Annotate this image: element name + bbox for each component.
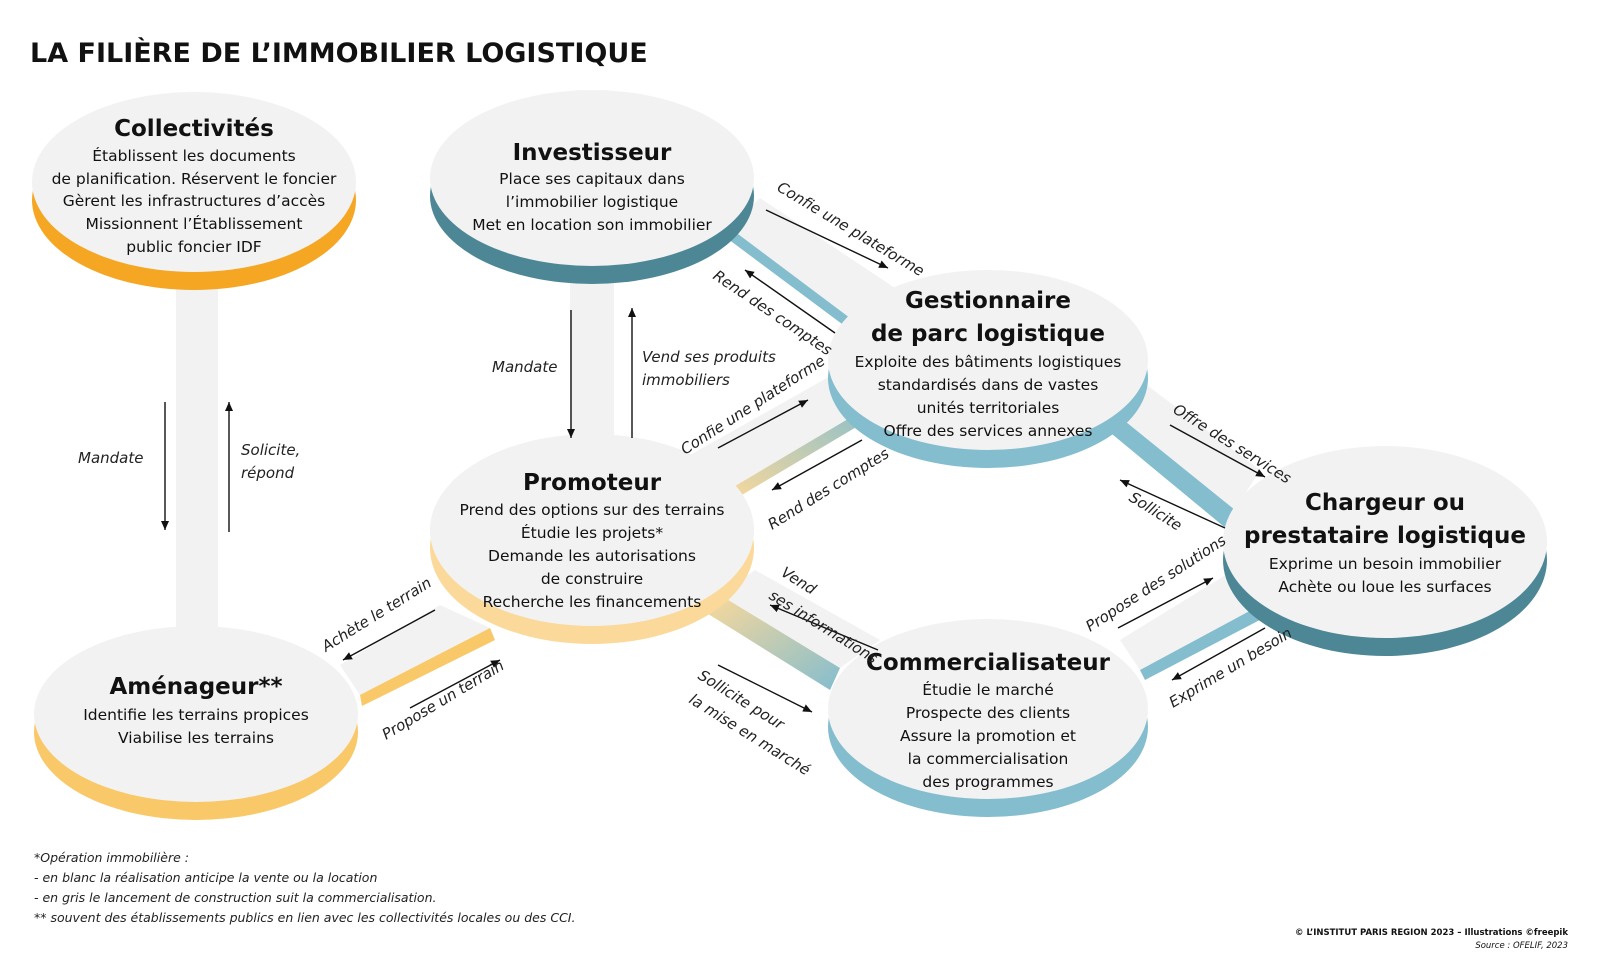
node-line: Place ses capitaux dans bbox=[499, 170, 685, 188]
node-gestionnaire: Gestionnaire de parc logistique Exploite… bbox=[828, 270, 1148, 468]
disc-top-promoteur bbox=[430, 434, 754, 626]
connector-gest-charg-side bbox=[1095, 405, 1235, 530]
connector-prom-comm bbox=[720, 570, 880, 668]
node-line: l’immobilier logistique bbox=[506, 193, 678, 211]
arrow-confie-prom-gest bbox=[717, 399, 809, 449]
arrow-exprime-besoin bbox=[1171, 627, 1266, 681]
node-promoteur: Promoteur Prend des options sur des terr… bbox=[430, 434, 754, 644]
arrow-propose-terrain bbox=[409, 659, 501, 709]
node-title-gestionnaire-2: de parc logistique bbox=[871, 321, 1105, 347]
node-line: Prend des options sur des terrains bbox=[460, 501, 725, 519]
node-line: standardisés dans de vastes bbox=[878, 376, 1099, 394]
edge-label-solicite-1: Solicite, bbox=[241, 441, 300, 459]
edge-label-sollicite-charg: Sollicite bbox=[1126, 488, 1185, 534]
footnote-line: - en blanc la réalisation anticipe la ve… bbox=[34, 870, 377, 885]
node-line: Étudie le marché bbox=[922, 680, 1054, 699]
connector-prom-amen bbox=[340, 605, 490, 695]
node-line: Recherche les financements bbox=[483, 593, 702, 611]
connector-prom-amen-side bbox=[360, 628, 495, 706]
node-line: Prospecte des clients bbox=[906, 704, 1070, 722]
arrow-vend-infos bbox=[769, 604, 879, 651]
credit: © L’INSTITUT PARIS REGION 2023 – Illustr… bbox=[1295, 928, 1568, 938]
node-line: de construire bbox=[541, 570, 643, 588]
arrow-achete-terrain bbox=[342, 609, 436, 661]
source: Source : OFELIF, 2023 bbox=[1475, 941, 1568, 951]
disc-top-collectivites bbox=[32, 92, 356, 272]
connector-inv-gest-side bbox=[724, 228, 850, 324]
node-chargeur: Chargeur ou prestataire logistique Expri… bbox=[1223, 446, 1547, 656]
edge-label-mandate-coll: Mandate bbox=[78, 449, 143, 467]
node-title-promoteur: Promoteur bbox=[523, 470, 662, 496]
disc-top-chargeur bbox=[1223, 446, 1547, 638]
node-line: la commercialisation bbox=[908, 750, 1069, 768]
edge-label-solicite-2: répond bbox=[241, 464, 295, 482]
node-title-amenageur: Aménageur** bbox=[109, 674, 282, 700]
node-line: des programmes bbox=[922, 773, 1053, 791]
node-title-chargeur: Chargeur ou bbox=[1305, 490, 1465, 516]
disc-top-investisseur bbox=[430, 90, 754, 266]
node-amenageur: Aménageur** Identifie les terrains propi… bbox=[34, 626, 358, 820]
edge-label-vend-produits-2: immobiliers bbox=[642, 371, 730, 389]
edge-label-mandate-inv: Mandate bbox=[492, 358, 557, 376]
connector-inv-gest bbox=[730, 198, 895, 318]
node-commercialisateur: Commercialisateur Étudie le marché Prosp… bbox=[828, 619, 1148, 817]
node-title-investisseur: Investisseur bbox=[513, 140, 672, 166]
arrow-sollicite-charg bbox=[1119, 479, 1226, 529]
node-line: Exploite des bâtiments logistiques bbox=[855, 353, 1122, 371]
node-line: Étudie les projets* bbox=[521, 523, 663, 542]
node-line: unités territoriales bbox=[917, 399, 1060, 417]
node-title-commercialisateur: Commercialisateur bbox=[866, 650, 1111, 676]
node-title-gestionnaire: Gestionnaire bbox=[905, 288, 1071, 314]
disc-top-gestionnaire bbox=[828, 270, 1148, 450]
node-line: Établissent les documents bbox=[92, 146, 295, 165]
arrow-rend-gest-prom bbox=[771, 439, 863, 491]
footnote-line: ** souvent des établissements publics en… bbox=[34, 910, 575, 925]
node-line: Viabilise les terrains bbox=[118, 729, 274, 747]
connector-coll-amen bbox=[176, 280, 218, 640]
node-title-collectivites: Collectivités bbox=[114, 116, 274, 142]
connector-prom-comm-side bbox=[705, 595, 840, 690]
node-line: Assure la promotion et bbox=[900, 727, 1076, 745]
node-line: Missionnent l’Établissement bbox=[86, 214, 303, 233]
node-investisseur: Investisseur Place ses capitaux dans l’i… bbox=[430, 90, 754, 284]
footnote-line: *Opération immobilière : bbox=[34, 850, 189, 865]
connector-inv-prom bbox=[570, 272, 614, 452]
connector-prom-gest-side bbox=[725, 400, 885, 502]
node-line: Met en location son immobilier bbox=[472, 216, 712, 234]
disc-top-commercialisateur bbox=[828, 619, 1148, 799]
footnote-line: - en gris le lancement de construction s… bbox=[34, 890, 436, 905]
node-line: Achète ou loue les surfaces bbox=[1278, 578, 1491, 596]
arrow-offre-services bbox=[1169, 424, 1266, 478]
node-line: Identifie les terrains propices bbox=[83, 706, 309, 724]
node-collectivites: Collectivités Établissent les documents … bbox=[32, 92, 356, 290]
arrow-sollicite-mise bbox=[717, 664, 813, 713]
arrow-propose-solutions bbox=[1117, 577, 1214, 629]
node-title-chargeur-2: prestataire logistique bbox=[1244, 523, 1526, 549]
node-line: Offre des services annexes bbox=[884, 422, 1093, 440]
disc-top-amenageur bbox=[34, 626, 358, 802]
node-line: Exprime un besoin immobilier bbox=[1269, 555, 1502, 573]
footnotes: *Opération immobilière : - en blanc la r… bbox=[34, 850, 575, 925]
node-line: public foncier IDF bbox=[126, 238, 261, 256]
page-title: LA FILIÈRE DE L’IMMOBILIER LOGISTIQUE bbox=[30, 37, 648, 69]
edge-label-vend-produits-1: Vend ses produits bbox=[642, 348, 776, 366]
connector-charg-comm-side bbox=[1140, 600, 1275, 680]
arrow-confie-inv-gest bbox=[765, 209, 889, 269]
arrows bbox=[161, 209, 1266, 713]
node-line: de planification. Réservent le foncier bbox=[52, 170, 337, 188]
node-line: Gèrent les infrastructures d’accès bbox=[63, 192, 326, 210]
connector-gest-charg bbox=[1105, 380, 1260, 510]
arrow-rend-gest-inv bbox=[744, 269, 836, 334]
node-line: Demande les autorisations bbox=[488, 547, 696, 565]
